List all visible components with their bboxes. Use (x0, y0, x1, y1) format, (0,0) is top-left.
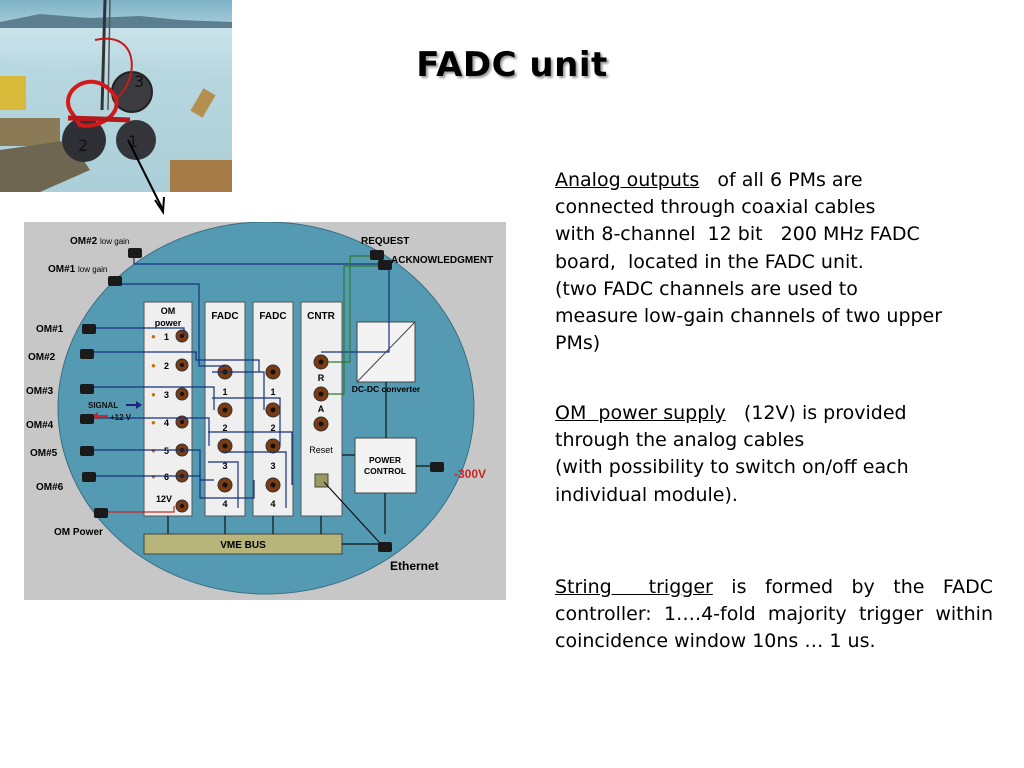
om6-label: OM#6 (36, 482, 64, 493)
signal-label: SIGNAL (88, 401, 118, 410)
p1-line5: (two FADC channels are used to (555, 277, 858, 300)
minus300v-label: -300V (454, 467, 486, 481)
om-card-12v: 12V (156, 494, 172, 504)
request-label: REQUEST (361, 236, 409, 247)
fadc1-title: FADC (211, 311, 238, 322)
fadc-unit-diagram: OM power FADC FADC CNTR ● 1 ● 2 ● 3 ● 4 … (24, 221, 506, 600)
slide-title: FADC unit (416, 45, 608, 85)
p2-line4: individual module). (555, 483, 738, 506)
analog-outputs-heading: Analog outputs (555, 169, 700, 191)
fadc2-ch-2: 2 (270, 423, 275, 433)
om-card-title-1: OM (161, 306, 176, 316)
string-trigger-heading: String trigger (555, 576, 713, 598)
fadc2-title: FADC (259, 311, 286, 322)
p1-line3: with 8-channel 12 bit 200 MHz FADC (555, 223, 920, 246)
om-dot: ● (151, 332, 156, 341)
photo-label-2: 2 (78, 136, 88, 155)
p1-line4: board, located in the FADC unit. (555, 250, 864, 273)
om4-label: OM#4 (26, 420, 54, 431)
om2-label: OM#2 (28, 352, 56, 363)
om-power-label: OM Power (54, 527, 103, 538)
om-power-supply-paragraph: OM power supply (12V) is provided throug… (555, 400, 993, 509)
bus-connectors (167, 382, 436, 545)
fadc2-ch-3: 3 (270, 461, 275, 471)
analog-outputs-paragraph: Analog outputs of all 6 PMs are connecte… (555, 167, 993, 357)
vme-bus-label: VME BUS (220, 540, 266, 551)
fadc2-ch-4: 4 (270, 499, 275, 509)
fadc1-channels: 1 2 3 4 (217, 364, 233, 509)
fadc2-ch-1: 1 (270, 387, 275, 397)
om-ch-2: 2 (164, 361, 169, 371)
power-control-line1: POWER (369, 455, 401, 465)
om-ch-6: 6 (164, 472, 169, 482)
p2-line2: through the analog cables (555, 429, 805, 452)
p1-line6: measure low-gain channels of two upper (555, 305, 943, 328)
ethernet-label: Ethernet (390, 559, 439, 573)
om-power-line (102, 506, 175, 513)
om-power-supply-heading: OM power supply (555, 402, 726, 424)
p1-line2: connected through coaxial cables (555, 196, 876, 219)
p2-line1: (12V) is provided (725, 402, 907, 424)
reset-button (314, 473, 329, 488)
fadc2-channels: 1 2 3 4 (265, 364, 281, 509)
om3-label: OM#3 (26, 386, 54, 397)
housing-connectors (80, 248, 444, 552)
om-card-title-2: power (155, 318, 182, 328)
om-ch-1: 1 (164, 332, 169, 342)
svg-text:●: ● (151, 418, 156, 427)
svg-text:●: ● (151, 390, 156, 399)
om-ch-3: 3 (164, 390, 169, 400)
string-trigger-paragraph: String trigger is formed by the FADC con… (555, 574, 993, 656)
cntr-reset: Reset (309, 445, 333, 455)
deployment-photo: 3 2 1 (0, 0, 232, 192)
om-ch-5: 5 (164, 446, 169, 456)
fadc1-ch-2: 2 (222, 423, 227, 433)
fadc1-ch-1: 1 (222, 387, 227, 397)
photo-label-3: 3 (134, 72, 144, 91)
cntr-a: A (318, 404, 325, 414)
p1-line1: of all 6 PMs are (699, 169, 863, 191)
om1-label: OM#1 (36, 324, 64, 335)
cntr-title: CNTR (307, 311, 336, 322)
fadc1-ch-3: 3 (222, 461, 227, 471)
om2-low-gain-label: OM#2 low gain (70, 236, 129, 247)
fadc1-ch-4: 4 (222, 499, 227, 509)
om-ch-4: 4 (164, 418, 169, 428)
p1-line7: PMs) (555, 332, 601, 355)
om5-label: OM#5 (30, 448, 58, 459)
plus12v-label: +12 V (110, 413, 132, 422)
request-lines (328, 255, 378, 395)
svg-text:●: ● (151, 361, 156, 370)
power-control-line2: CONTROL (364, 466, 406, 476)
p3-text: is formed by the FADC controller: 1….4-f… (555, 576, 993, 653)
p2-line3: (with possibility to switch on/off each (555, 456, 909, 479)
acknowledgment-label: ACKNOWLEDGMENT (391, 255, 493, 266)
cntr-r: R (318, 373, 325, 383)
photo-label-1: 1 (128, 132, 138, 151)
photo-image: 3 2 1 (0, 0, 232, 192)
om1-low-gain-label: OM#1 low gain (48, 264, 107, 275)
